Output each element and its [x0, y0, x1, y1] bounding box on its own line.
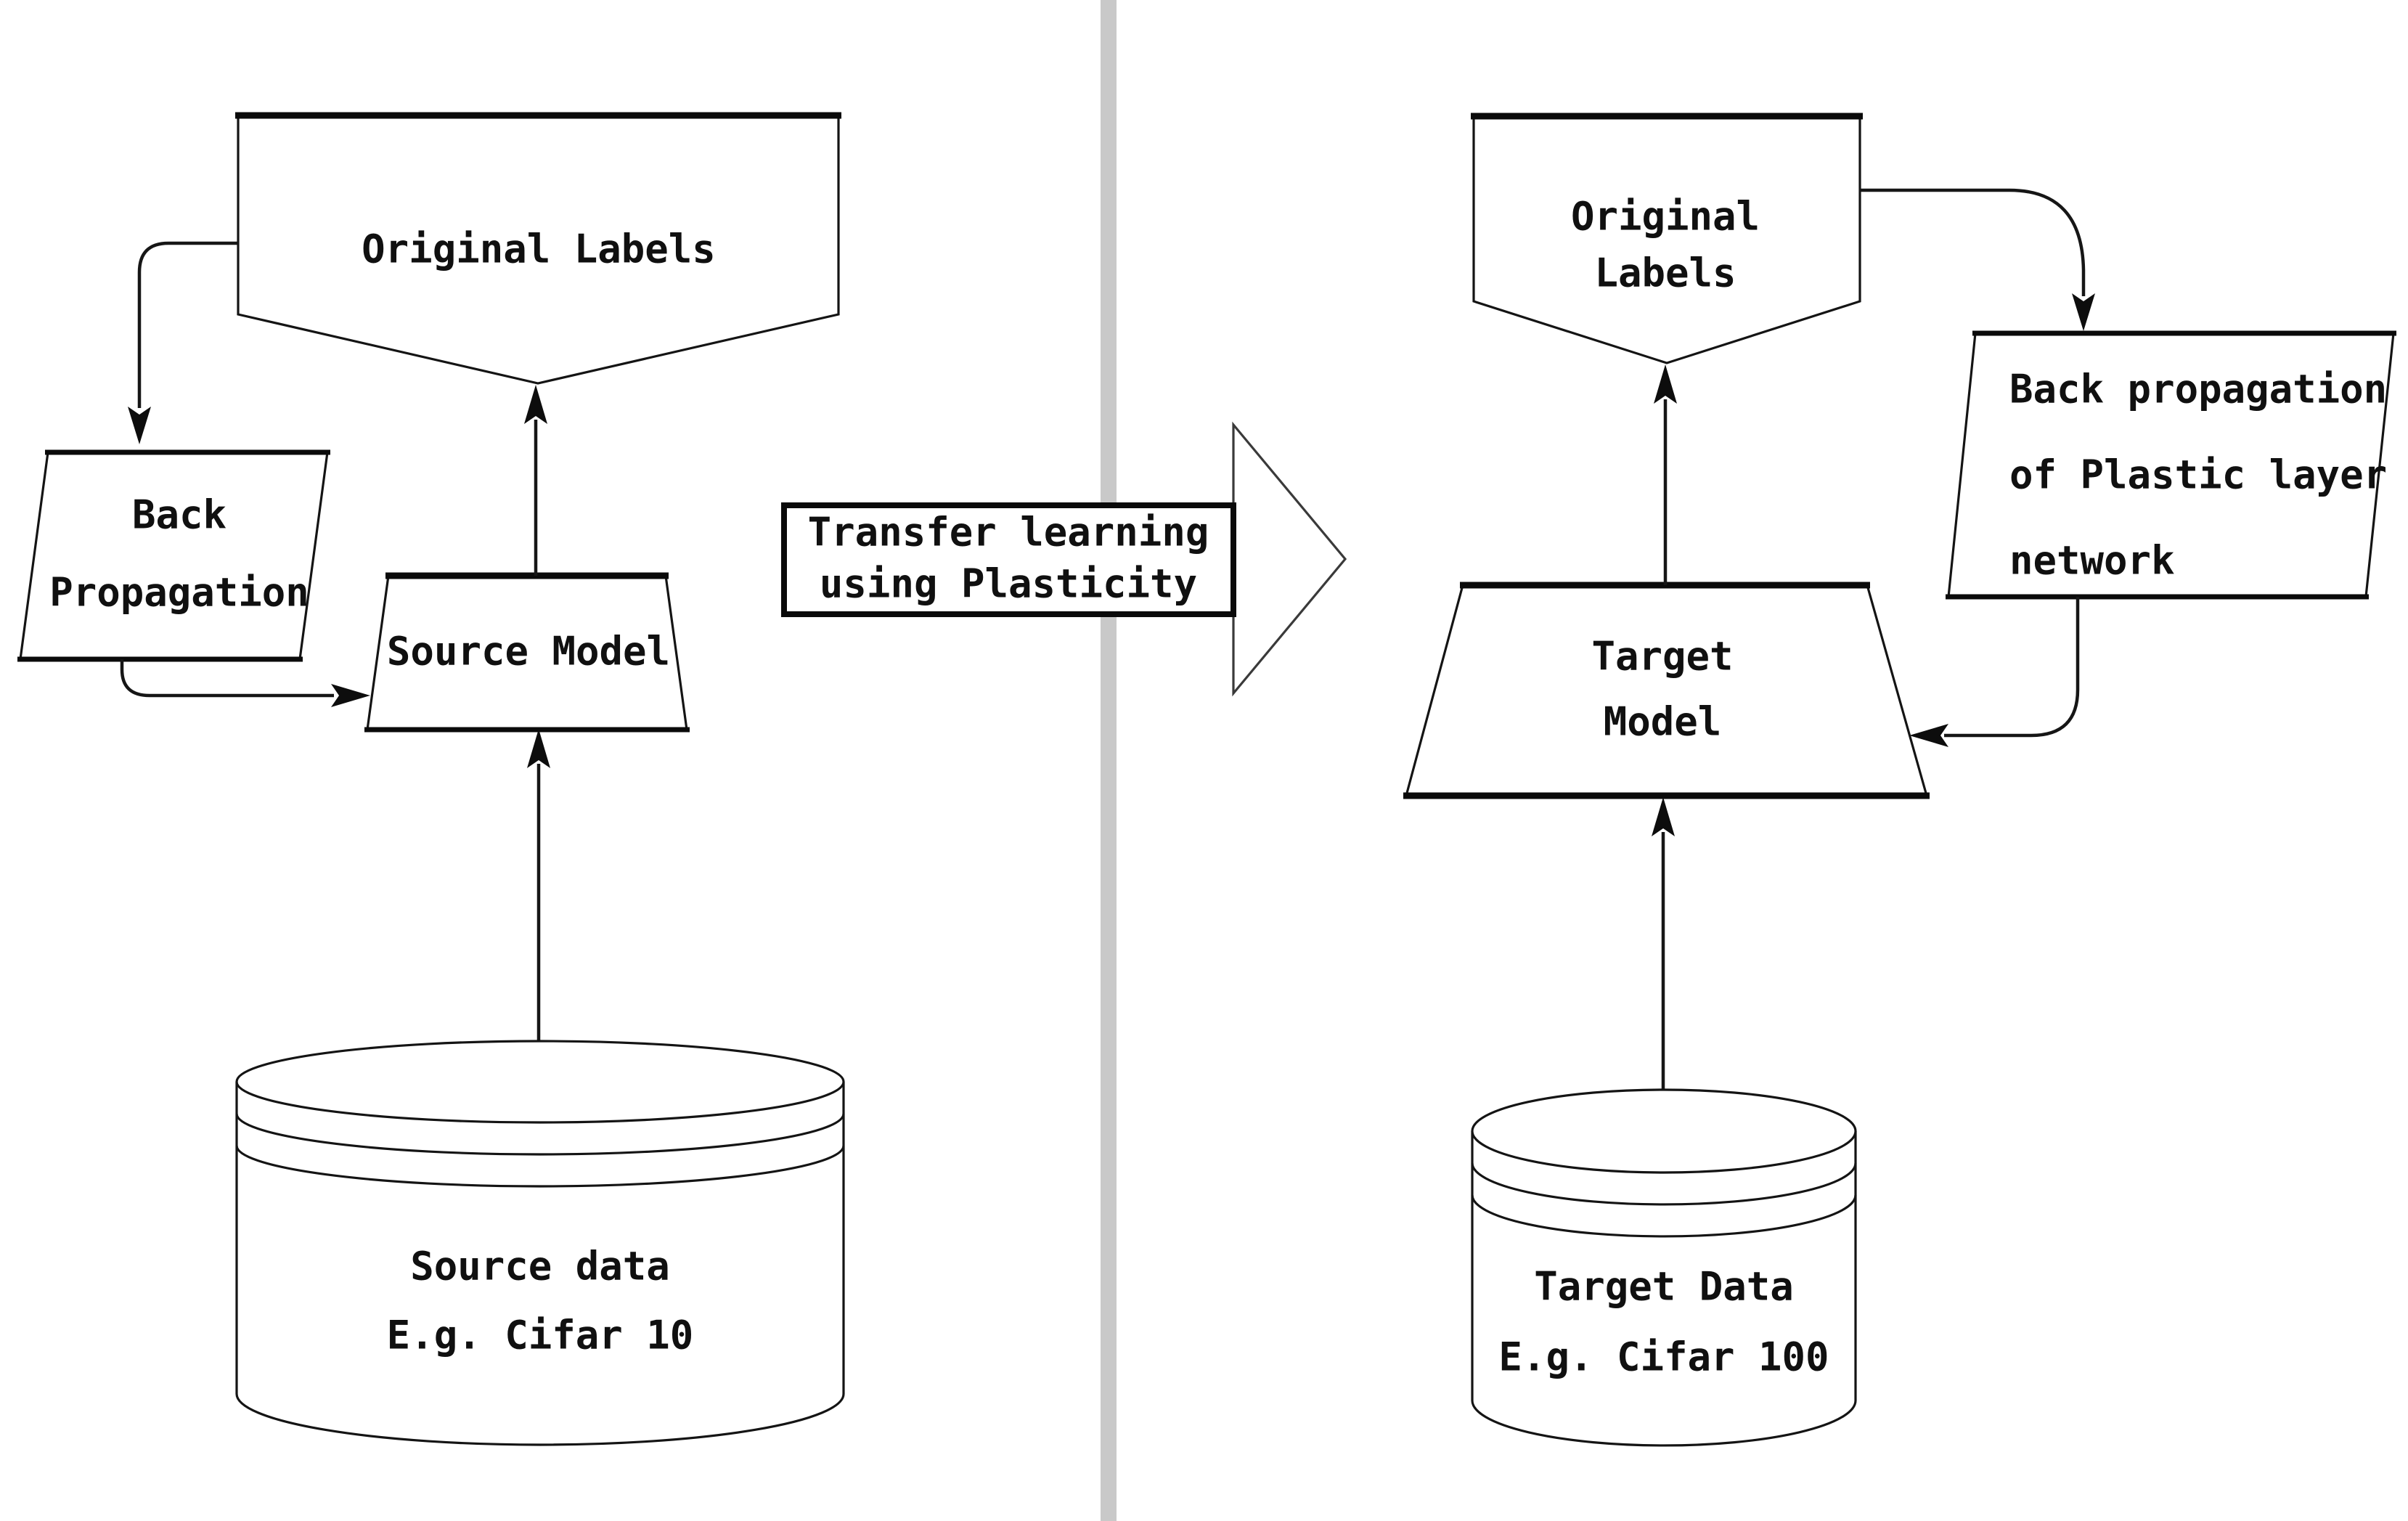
arrow-target-model-to-labels-head-icon	[1654, 364, 1677, 404]
transfer-arrow-text-line1: Transfer learning	[808, 510, 1209, 555]
left-back-propagation-shape	[19, 451, 329, 661]
transfer-arrow-text-line2: using Plasticity	[820, 561, 1197, 607]
arrow-plastic-backprop-to-target-model-head-icon	[1909, 724, 1948, 747]
arrow-backprop-to-source-model-head-icon	[331, 684, 370, 707]
left-source-data-text-line2: E.g. Cifar 10	[387, 1313, 694, 1358]
right-original-labels-text-line1: Original	[1571, 194, 1760, 240]
left-source-model-trapezoid: Source Model	[364, 572, 690, 733]
arrow-labels-to-backprop-head-icon	[128, 407, 151, 444]
right-target-data-body	[1471, 1131, 1857, 1447]
right-plastic-backprop-parallelogram: Back propagation of Plastic layer networ…	[1946, 330, 2396, 600]
right-target-data-top-ellipse	[1471, 1088, 1857, 1174]
right-original-labels-shape	[1472, 115, 1861, 364]
right-target-model-trapezoid: Target Model	[1403, 582, 1930, 799]
left-source-model-text: Source Model	[387, 629, 670, 674]
left-source-data-top-ellipse	[235, 1040, 845, 1124]
arrow-labels-to-plastic-backprop-head-icon	[2072, 293, 2095, 331]
left-original-labels-pentagon: Original Labels	[235, 112, 841, 385]
right-target-model-text-line2: Model	[1604, 699, 1722, 745]
transfer-learning-arrow: Transfer learning using Plasticity	[781, 421, 1347, 697]
right-target-data-text-line2: E.g. Cifar 100	[1498, 1334, 1829, 1380]
arrow-labels-to-backprop	[128, 241, 238, 444]
right-target-data-disk-line-2	[1471, 1194, 1857, 1238]
right-target-model-shape	[1404, 584, 1929, 797]
arrow-source-model-to-labels-head-icon	[524, 385, 547, 424]
arrow-source-model-to-labels	[524, 385, 547, 576]
left-original-labels-text: Original Labels	[362, 227, 716, 272]
right-target-data-text-line1: Target Data	[1534, 1264, 1794, 1310]
arrow-backprop-to-source-model-line	[120, 659, 334, 698]
arrow-plastic-backprop-to-target-model	[1909, 597, 2080, 747]
left-source-data-disk-line-2	[235, 1145, 845, 1188]
right-plastic-backprop-text-line3: network	[2009, 538, 2175, 584]
left-back-propagation-text-line2: Propagation	[49, 570, 309, 616]
left-source-data-cylinder: Source data E.g. Cifar 10	[235, 1040, 845, 1446]
arrow-labels-to-plastic-backprop	[1860, 188, 2095, 331]
right-target-data-cylinder: Target Data E.g. Cifar 100	[1471, 1088, 1857, 1447]
arrow-source-data-to-source-model	[527, 729, 550, 1043]
right-target-data-disk-line-1	[1471, 1162, 1857, 1206]
left-back-propagation-parallelogram: Back Propagation	[17, 449, 330, 662]
arrow-labels-to-plastic-backprop-line	[1860, 188, 2086, 296]
left-source-data-body	[235, 1082, 845, 1446]
right-plastic-backprop-text-line2: of Plastic layer	[2009, 452, 2387, 498]
transfer-arrow-body	[781, 502, 1236, 617]
right-original-labels-text-line2: Labels	[1594, 250, 1736, 296]
arrow-backprop-to-source-model	[120, 659, 370, 707]
arrow-source-data-to-source-model-head-icon	[527, 729, 550, 768]
left-back-propagation-text-line1: Back	[132, 492, 226, 538]
left-source-data-text-line1: Source data	[410, 1244, 670, 1289]
arrow-labels-to-backprop-line	[137, 241, 238, 408]
right-target-model-text-line1: Target	[1591, 634, 1733, 680]
right-plastic-backprop-text-line1: Back propagation	[2009, 367, 2387, 412]
right-original-labels-pentagon: Original Labels	[1471, 113, 1863, 364]
transfer-arrow-head-outline	[1232, 421, 1347, 697]
left-source-data-disk-line-1	[235, 1113, 845, 1156]
arrow-plastic-backprop-to-target-model-line	[1944, 597, 2080, 738]
arrow-target-data-to-target-model	[1652, 797, 1675, 1091]
arrow-target-data-to-target-model-head-icon	[1652, 797, 1675, 836]
arrow-target-model-to-labels	[1654, 364, 1677, 585]
panel-divider	[1101, 0, 1117, 1521]
